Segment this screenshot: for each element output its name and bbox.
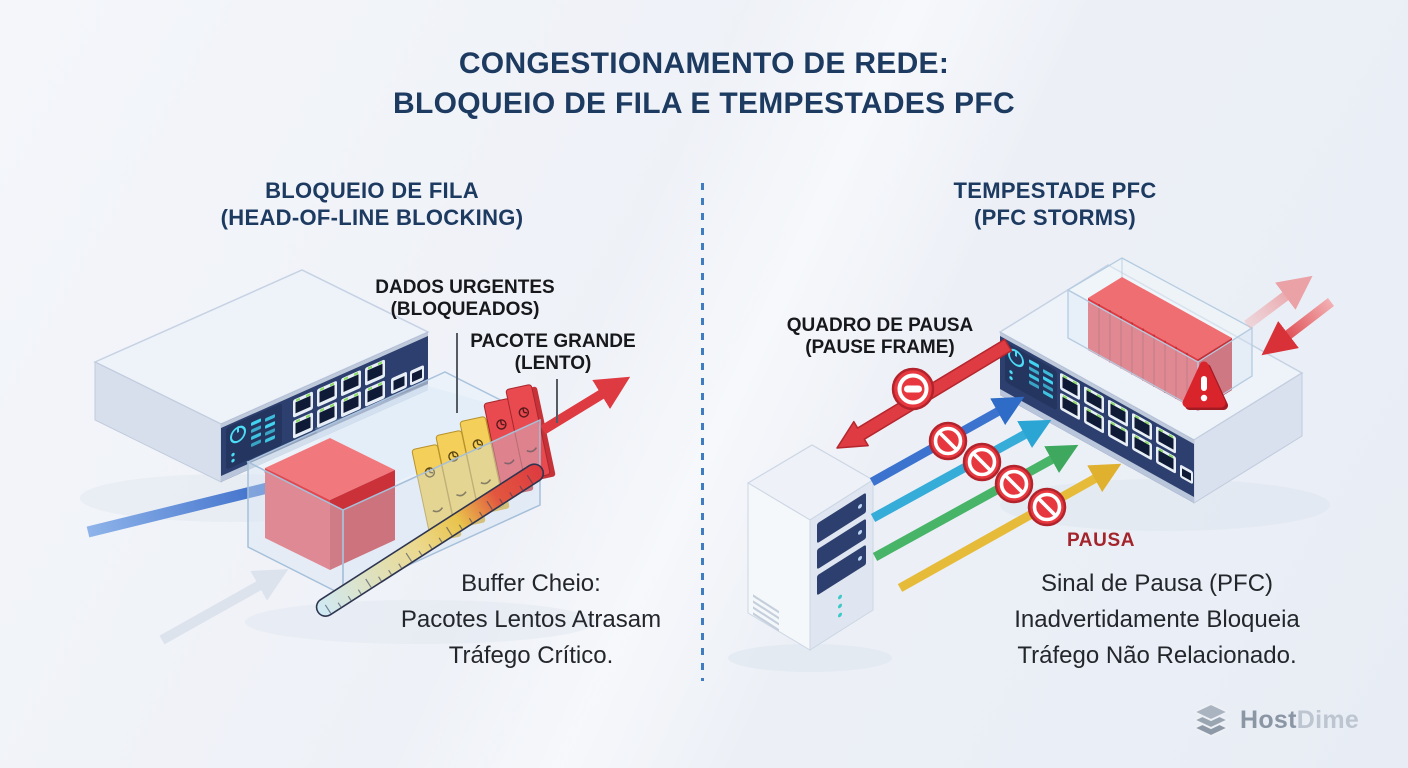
pause-frame-arrow xyxy=(836,338,1013,449)
right-caption-line3: Tráfego Não Relacionado. xyxy=(1017,642,1297,669)
left-caption-line3: Tráfego Crítico. xyxy=(448,642,614,669)
switch-front-panel xyxy=(226,359,424,469)
brand-logo: HostDime xyxy=(1192,703,1359,737)
label-pause-line1: QUADRO DE PAUSA xyxy=(786,315,974,336)
switch-front-panel-right xyxy=(1005,343,1193,484)
left-caption-line1: Buffer Cheio: xyxy=(461,570,601,597)
left-heading-line1: BLOQUEIO DE FILA xyxy=(265,178,479,203)
label-pause-line2: (PAUSE FRAME) xyxy=(805,337,955,358)
server-drive-bays xyxy=(817,493,866,618)
ethernet-ports xyxy=(293,359,424,439)
storm-arrow-out xyxy=(1244,275,1313,329)
pfc-storm-illustration xyxy=(728,257,1335,672)
label-blocked-line2: (BLOQUEADOS) xyxy=(390,299,540,320)
callout-line-slow xyxy=(556,379,558,423)
queued-packets xyxy=(411,384,556,542)
prohibition-icons xyxy=(928,421,1067,527)
flow-arrow-cyan xyxy=(870,419,1052,522)
no-entry-minus-icon xyxy=(891,367,935,411)
label-slow-line2: (LENTO) xyxy=(514,353,592,374)
server-illustration xyxy=(746,444,875,651)
brand-name: HostDime xyxy=(1240,706,1359,735)
prohibition-icon xyxy=(994,464,1034,504)
page-title-line1: CONGESTIONAMENTO DE REDE: xyxy=(458,47,950,80)
incoming-traffic-arrow-gray xyxy=(159,569,289,645)
label-blocked-line1: DADOS URGENTES xyxy=(375,277,555,298)
label-blocked-data: DADOS URGENTES (BLOQUEADOS) xyxy=(330,277,600,321)
right-heading-line1: TEMPESTADE PFC xyxy=(953,178,1157,203)
large-packet-cube xyxy=(265,438,395,570)
right-caption-line1: Sinal de Pausa (PFC) xyxy=(1040,570,1274,597)
right-caption: Sinal de Pausa (PFC) Inadvertidamente Bl… xyxy=(967,566,1347,674)
warning-icon xyxy=(1182,361,1228,410)
server-shadow xyxy=(728,644,892,672)
pausa-label: PAUSA xyxy=(1066,530,1136,551)
brand-name-host: Host xyxy=(1240,705,1297,734)
storm-arrow-in xyxy=(1261,298,1335,356)
led-indicators-right xyxy=(1029,359,1053,399)
page-title: CONGESTIONAMENTO DE REDE: BLOQUEIO DE FI… xyxy=(0,44,1408,124)
brand-name-dime: Dime xyxy=(1296,705,1360,734)
flow-arrow-yellow xyxy=(897,463,1122,592)
left-caption: Buffer Cheio: Pacotes Lentos Atrasam Trá… xyxy=(341,566,721,674)
left-panel-heading: BLOQUEIO DE FILA (HEAD-OF-LINE BLOCKING) xyxy=(92,177,652,231)
right-caption-line2: Inadvertidamente Bloqueia xyxy=(1014,606,1300,633)
callout-line-blocked xyxy=(456,333,458,413)
hol-blocking-illustration xyxy=(80,269,631,645)
server-vents xyxy=(753,594,779,632)
label-slow-packet: PACOTE GRANDE (LENTO) xyxy=(418,331,688,375)
buffer-fill-gauge xyxy=(315,463,545,617)
left-heading-line2: (HEAD-OF-LINE BLOCKING) xyxy=(220,205,524,230)
right-panel-heading: TEMPESTADE PFC (PFC STORMS) xyxy=(775,177,1335,231)
incoming-traffic-arrow xyxy=(86,469,305,538)
left-caption-line2: Pacotes Lentos Atrasam xyxy=(400,606,662,633)
led-indicators xyxy=(251,414,275,447)
prohibition-icon xyxy=(962,442,1002,482)
prohibition-icon xyxy=(1027,487,1067,527)
panel-divider xyxy=(701,183,704,681)
label-slow-line1: PACOTE GRANDE xyxy=(470,331,636,352)
outgoing-traffic-arrow xyxy=(540,376,631,435)
flow-arrow-green xyxy=(872,444,1079,561)
switch-shadow-right xyxy=(1000,479,1330,531)
page-title-line2: BLOQUEIO DE FILA E TEMPESTADES PFC xyxy=(393,87,1015,120)
right-heading-line2: (PFC STORMS) xyxy=(973,205,1137,230)
label-pause-frame: QUADRO DE PAUSA (PAUSE FRAME) xyxy=(745,315,1015,359)
prohibition-icon xyxy=(928,421,968,461)
stacked-layers-icon xyxy=(1192,703,1230,737)
ethernet-ports-right xyxy=(1060,373,1193,484)
